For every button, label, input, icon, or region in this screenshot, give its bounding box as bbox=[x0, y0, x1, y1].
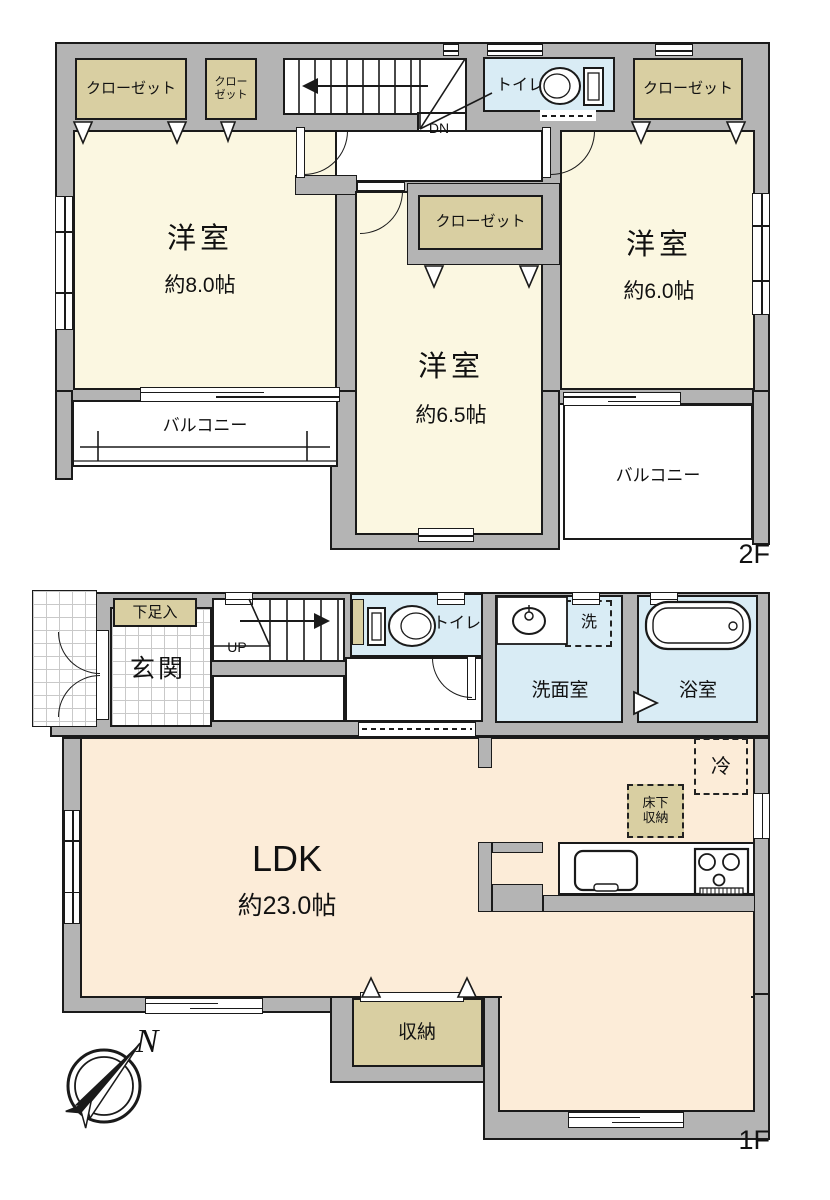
f1-staircase bbox=[212, 598, 345, 662]
f2-window-top-3 bbox=[655, 44, 693, 56]
f2-closet-mid bbox=[418, 195, 543, 250]
f2-window-balcony-left bbox=[140, 387, 340, 402]
f1-hallway-a bbox=[212, 675, 345, 722]
f1-up-label: UP bbox=[227, 638, 247, 655]
f2-room65-door-leaf bbox=[357, 182, 405, 191]
f2-closet-top-left bbox=[75, 58, 187, 120]
f1-ldk-seam-patch bbox=[502, 994, 751, 1004]
f1-window-top-4 bbox=[650, 592, 678, 605]
f2-room8-name: 洋室 bbox=[166, 223, 233, 256]
f2-window-balcony-right bbox=[563, 392, 681, 406]
f2-closet-small-label: クロー ゼット bbox=[214, 76, 248, 101]
f2-window-bottom-mid bbox=[418, 528, 474, 542]
f1-washroom-label: 洗面室 bbox=[531, 680, 589, 702]
f1-underfloor-label: 床下 収納 bbox=[642, 795, 669, 825]
f2-room65-size: 約6.5帖 bbox=[415, 403, 487, 427]
f2-window-right bbox=[752, 193, 770, 315]
f2-western-room-6 bbox=[560, 130, 755, 390]
f2-floor-label: 2F bbox=[738, 539, 770, 570]
f1-entrance-label: 玄関 bbox=[129, 654, 186, 683]
f2-western-room-8 bbox=[73, 130, 337, 390]
f1-ldk-size: 約23.0帖 bbox=[237, 891, 337, 920]
f2-room65-name: 洋室 bbox=[417, 351, 484, 384]
f1-underfloor-storage-box bbox=[627, 784, 684, 838]
f1-fridge-label: 冷 bbox=[711, 755, 731, 778]
f2-toilet-label: トイレ bbox=[495, 76, 544, 94]
f1-kitchen-wall-left bbox=[478, 842, 492, 912]
f2-room6-size: 約6.0帖 bbox=[623, 279, 695, 303]
f2-closet-top-right bbox=[633, 58, 743, 120]
f1-ldk-name: LDK bbox=[251, 838, 323, 880]
f2-window-left bbox=[55, 196, 73, 330]
f2-staircase bbox=[283, 58, 467, 115]
f1-storage-room bbox=[352, 998, 483, 1067]
f1-ldk-bottom-right bbox=[498, 996, 755, 1112]
f2-closet-top-small bbox=[205, 58, 257, 120]
f1-wall-stub bbox=[478, 737, 492, 768]
f1-storage-door bbox=[360, 992, 464, 1002]
f1-window-top-3 bbox=[572, 592, 600, 605]
f1-window-right bbox=[753, 793, 770, 839]
f2-closet-mid-label: クローゼット bbox=[435, 213, 526, 231]
f1-shoe-label: 下足入 bbox=[132, 603, 178, 621]
f1-laundry-label: 洗 bbox=[580, 613, 597, 631]
f2-closet-tl-label: クローゼット bbox=[85, 80, 176, 98]
f1-entrance-hall bbox=[110, 607, 212, 727]
f2-right-wall-ext bbox=[752, 390, 770, 545]
f1-kitchen-stub-top bbox=[492, 842, 543, 853]
f1-window-left bbox=[64, 810, 80, 924]
f1-kitchen-counter bbox=[558, 842, 755, 895]
f1-storage-label: 収納 bbox=[397, 1022, 436, 1044]
f2-dn-label: DN bbox=[428, 119, 450, 136]
f1-kitchen-stub-bottom bbox=[492, 884, 543, 912]
f1-window-bottom-left bbox=[145, 998, 263, 1014]
f2-balcony-right-label: バルコニー bbox=[615, 466, 701, 486]
f1-toilet-counter bbox=[352, 599, 364, 645]
f2-room6-name: 洋室 bbox=[625, 229, 692, 262]
f2-room8-size: 約8.0帖 bbox=[164, 273, 236, 297]
f1-kitchen-wall-bottom bbox=[543, 895, 755, 912]
f1-refrigerator-box bbox=[694, 738, 748, 795]
f1-bath-label: 浴室 bbox=[678, 680, 717, 702]
f2-room6-door-leaf bbox=[542, 127, 551, 178]
f1-shoe-cabinet bbox=[113, 598, 197, 627]
f2-window-top-1 bbox=[443, 44, 459, 56]
f1-floor-label: 1F bbox=[738, 1125, 770, 1156]
f1-window-top-1 bbox=[225, 592, 253, 605]
f2-closet-tr-label: クローゼット bbox=[642, 80, 733, 98]
f2-door-wall-patch bbox=[295, 175, 357, 195]
f1-hall-ldk-sliding-door bbox=[358, 722, 476, 737]
f1-window-bottom-right bbox=[568, 1112, 684, 1128]
f2-left-wall-ext bbox=[55, 390, 73, 480]
f2-window-top-2 bbox=[487, 44, 543, 56]
f1-toilet-label: トイレ bbox=[432, 614, 481, 632]
compass-north-label: N bbox=[135, 1023, 159, 1061]
f2-toilet-sliding-door bbox=[540, 110, 596, 121]
f1-window-top-2 bbox=[437, 592, 465, 605]
f2-balcony-right bbox=[563, 404, 753, 540]
f2-balcony-left-label: バルコニー bbox=[162, 416, 248, 436]
